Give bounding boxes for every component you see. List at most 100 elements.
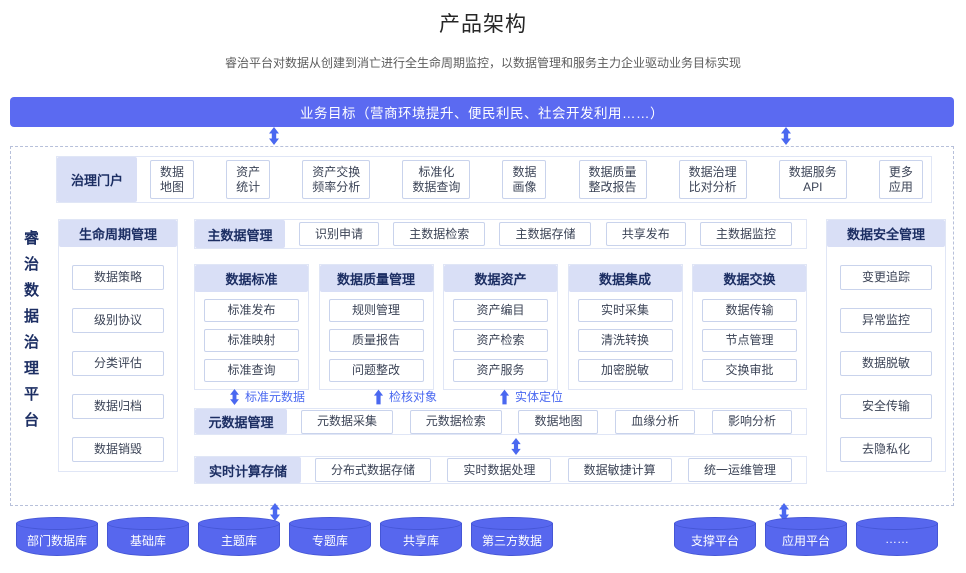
database-cylinder: 共享库 — [380, 517, 462, 556]
double-arrow-icon — [230, 388, 239, 405]
column-item: 资产检索 — [453, 329, 548, 352]
database-cylinder: 应用平台 — [765, 517, 847, 556]
metadata-item: 影响分析 — [711, 409, 792, 434]
security-item: 异常监控 — [840, 308, 932, 333]
database-cylinder: 第三方数据 — [471, 517, 553, 556]
module-columns: 数据标准 标准发布 标准映射 标准查询 数据质量管理 规则管理 质量报告 问题整… — [194, 264, 807, 390]
column-item: 标准映射 — [204, 329, 299, 352]
flow-label-text: 标准元数据 — [245, 390, 306, 404]
security-item: 去隐私化 — [840, 437, 932, 462]
page-title: 产品架构 — [439, 13, 527, 36]
master-data-item: 主数据监控 — [699, 222, 792, 246]
security-item: 数据脱敏 — [840, 351, 932, 376]
double-arrow-icon — [781, 127, 791, 145]
database-label: …… — [885, 532, 909, 546]
portal-item: 数据治理 比对分析 — [678, 160, 747, 199]
database-cylinder: 支撑平台 — [674, 517, 756, 556]
database-cylinder: 主题库 — [198, 517, 280, 556]
portal-item: 资产 统计 — [226, 160, 271, 199]
portal-items: 数据 地图 资产 统计 资产交换 频率分析 标准化 数据查询 数据 画像 数据质… — [137, 157, 931, 202]
portal-item: 数据服务 API — [778, 160, 847, 199]
column-item: 标准查询 — [204, 359, 299, 382]
column-item: 交换审批 — [702, 359, 797, 382]
master-data-item: 共享发布 — [605, 222, 686, 246]
portal-item: 资产交换 频率分析 — [302, 160, 371, 199]
flow-label-entity-location: 实体定位 — [499, 388, 563, 405]
column-item: 资产服务 — [453, 359, 548, 382]
database-cylinder: …… — [856, 517, 938, 556]
portal-item: 数据质量 整改报告 — [578, 160, 647, 199]
cylinder-top — [471, 517, 553, 530]
cylinder-top — [107, 517, 189, 530]
realtime-storage-row: 实时计算存储 分布式数据存储 实时数据处理 数据敏捷计算 统一运维管理 — [194, 456, 807, 484]
lifecycle-item: 级别协议 — [72, 308, 164, 333]
column-item: 质量报告 — [328, 329, 424, 352]
security-item: 变更追踪 — [840, 265, 932, 290]
database-cylinder: 基础库 — [107, 517, 189, 556]
lifecycle-item: 数据归档 — [72, 394, 164, 419]
flow-label-standard-metadata: 标准元数据 — [229, 388, 305, 405]
cylinder-top — [289, 517, 371, 530]
double-arrow-icon — [511, 438, 521, 455]
column-data-exchange: 数据交换 数据传输 节点管理 交换审批 — [692, 264, 807, 390]
metadata-item: 元数据检索 — [409, 409, 502, 434]
metadata-item: 元数据采集 — [301, 409, 394, 434]
database-group-left: 部门数据库 基础库 主题库 专题库 共享库 第三方数据 — [16, 517, 553, 556]
column-data-quality: 数据质量管理 规则管理 质量报告 问题整改 — [318, 264, 434, 390]
column-item: 资产编目 — [453, 299, 548, 322]
column-item: 规则管理 — [328, 299, 424, 322]
cylinder-top — [765, 517, 847, 530]
database-cylinder: 部门数据库 — [16, 517, 98, 556]
column-item: 问题整改 — [328, 359, 424, 382]
column-data-standard: 数据标准 标准发布 标准映射 标准查询 — [194, 264, 309, 390]
up-arrow-icon — [499, 389, 510, 404]
lifecycle-header: 生命周期管理 — [59, 220, 177, 247]
master-data-item: 识别申请 — [299, 222, 380, 246]
platform-container: 睿治数据治理平台 治理门户 数据 地图 资产 统计 资产交换 频率分析 标准化 … — [10, 146, 954, 506]
platform-name: 睿治数据治理平台 — [22, 230, 39, 438]
database-label: 第三方数据 — [481, 534, 542, 548]
realtime-item: 统一运维管理 — [687, 458, 792, 482]
realtime-item: 实时数据处理 — [447, 458, 552, 482]
database-label: 基础库 — [129, 534, 166, 548]
column-item: 清洗转换 — [577, 329, 673, 352]
metadata-item: 血缘分析 — [615, 409, 696, 434]
column-header: 数据标准 — [195, 265, 308, 292]
realtime-item: 分布式数据存储 — [315, 458, 432, 482]
cylinder-top — [856, 517, 938, 530]
business-goal-banner: 业务目标（营商环境提升、便民利民、社会开发利用……） — [10, 97, 954, 127]
database-label: 主题库 — [220, 534, 257, 548]
portal-item: 标准化 数据查询 — [402, 160, 471, 199]
database-label: 应用平台 — [781, 534, 830, 548]
double-arrow-icon — [269, 127, 279, 145]
page-subtitle: 睿治平台对数据从创建到消亡进行全生命周期监控，以数据管理和服务主力企业驱动业务目… — [224, 56, 741, 70]
column-item: 实时采集 — [577, 299, 673, 322]
database-label: 共享库 — [402, 534, 439, 548]
metadata-header: 元数据管理 — [195, 409, 287, 434]
double-arrow-icon — [779, 503, 789, 521]
portal-row: 治理门户 数据 地图 资产 统计 资产交换 频率分析 标准化 数据查询 数据 画… — [56, 156, 932, 203]
column-header: 数据资产 — [444, 265, 557, 292]
column-item: 数据传输 — [702, 299, 797, 322]
cylinder-top — [674, 517, 756, 530]
database-group-right: 支撑平台 应用平台 …… — [674, 517, 938, 556]
cylinder-top — [198, 517, 280, 530]
center-area: 主数据管理 识别申请 主数据检索 主数据存储 共享发布 主数据监控 数据标准 标… — [194, 219, 807, 507]
column-header: 数据质量管理 — [319, 265, 433, 292]
column-data-integration: 数据集成 实时采集 清洗转换 加密脱敏 — [567, 264, 683, 390]
metadata-row: 元数据管理 元数据采集 元数据检索 数据地图 血缘分析 影响分析 — [194, 408, 807, 435]
database-label: 部门数据库 — [26, 534, 87, 548]
master-data-row: 主数据管理 识别申请 主数据检索 主数据存储 共享发布 主数据监控 — [194, 219, 807, 249]
database-label: 支撑平台 — [690, 534, 739, 548]
portal-item: 更多 应用 — [878, 160, 923, 199]
business-goal-label: 业务目标（营商环境提升、便民利民、社会开发利用……） — [300, 106, 664, 121]
lifecycle-item: 数据销毁 — [72, 437, 164, 462]
portal-item: 数据 地图 — [150, 160, 195, 199]
double-arrow-icon — [270, 503, 280, 521]
master-data-item: 主数据检索 — [393, 222, 486, 246]
security-column: 数据安全管理 变更追踪 异常监控 数据脱敏 安全传输 去隐私化 — [826, 219, 946, 472]
master-data-items: 识别申请 主数据检索 主数据存储 共享发布 主数据监控 — [285, 220, 806, 248]
realtime-header: 实时计算存储 — [195, 457, 301, 483]
flow-label-check-object: 检核对象 — [373, 388, 437, 405]
